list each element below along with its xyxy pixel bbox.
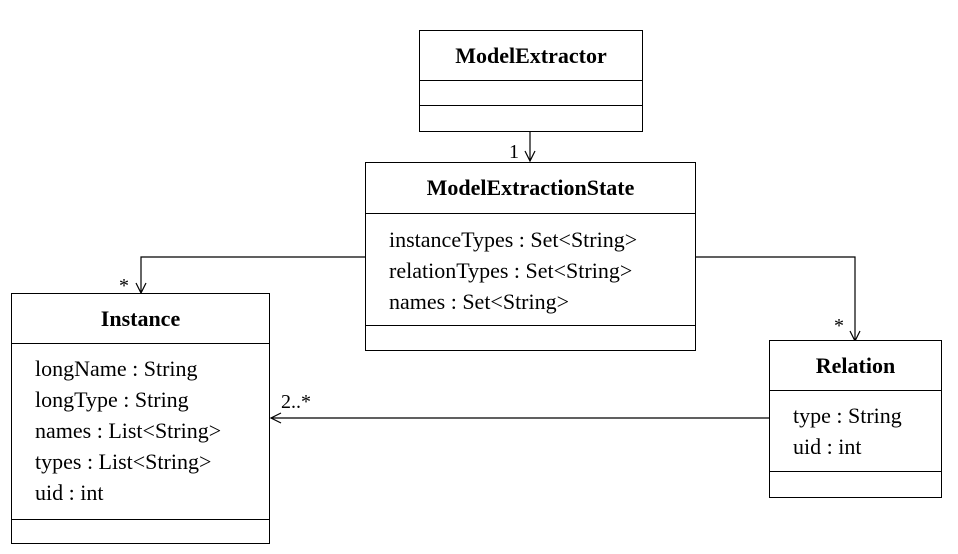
attribute: relationTypes : Set<String> — [389, 258, 633, 283]
attributes-compartment: instanceTypes : Set<String> relationType… — [366, 214, 695, 326]
multiplicity-state-to-relation: * — [834, 315, 844, 337]
attributes-compartment: longName : String longType : String name… — [12, 344, 269, 520]
multiplicity-state-to-instance: * — [119, 275, 129, 297]
class-name: ModelExtractionState — [366, 163, 695, 214]
class-model-extractor[interactable]: ModelExtractor — [419, 30, 643, 132]
attribute: uid : int — [793, 434, 862, 459]
methods-compartment — [420, 106, 642, 131]
association-relation-to-instance — [269, 412, 770, 424]
attribute: names : List<String> — [35, 418, 222, 443]
class-name: Relation — [770, 341, 941, 391]
methods-compartment — [12, 520, 269, 543]
association-extractor-to-state — [524, 131, 536, 163]
attribute: types : List<String> — [35, 449, 212, 474]
attribute: longType : String — [35, 387, 189, 412]
attributes-compartment: type : String uid : int — [770, 391, 941, 472]
class-instance[interactable]: Instance longName : String longType : St… — [11, 293, 270, 544]
class-relation[interactable]: Relation type : String uid : int — [769, 340, 942, 498]
attribute: longName : String — [35, 356, 198, 381]
class-model-extraction-state[interactable]: ModelExtractionState instanceTypes : Set… — [365, 162, 696, 351]
attribute: type : String — [793, 403, 902, 428]
multiplicity-extractor-to-state: 1 — [509, 141, 519, 163]
class-name: ModelExtractor — [420, 31, 642, 81]
multiplicity-relation-to-instance: 2..* — [281, 391, 311, 413]
attribute: names : Set<String> — [389, 289, 570, 314]
class-name: Instance — [12, 294, 269, 344]
methods-compartment — [366, 326, 695, 350]
attribute: uid : int — [35, 480, 104, 505]
methods-compartment — [770, 472, 941, 497]
association-state-to-instance — [135, 256, 365, 295]
attribute: instanceTypes : Set<String> — [389, 227, 638, 252]
attributes-compartment — [420, 81, 642, 106]
